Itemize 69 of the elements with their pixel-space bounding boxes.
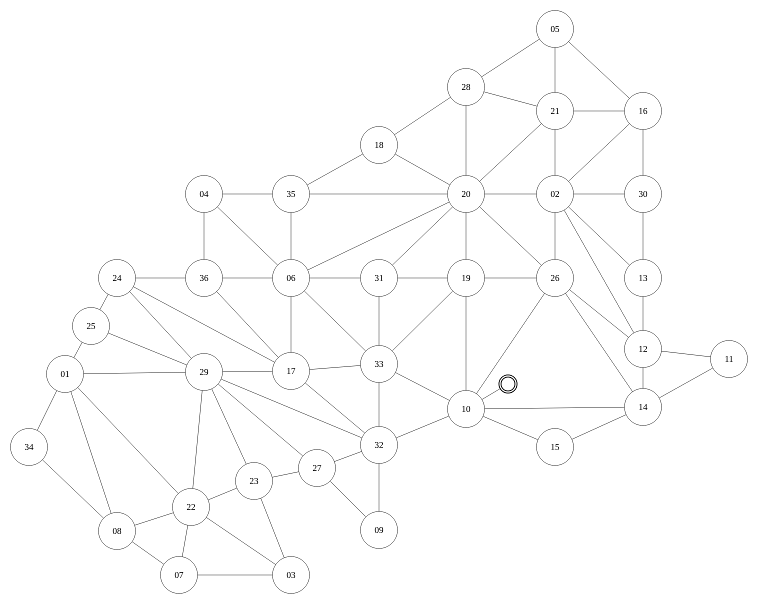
connector-line — [132, 542, 164, 564]
connector-line — [572, 414, 626, 440]
connector-line — [37, 390, 57, 430]
connector-line — [378, 382, 380, 426]
connector-line — [484, 92, 538, 106]
ring-marker — [498, 374, 518, 394]
connector-line — [222, 371, 272, 372]
connector-line — [133, 286, 275, 362]
connector-line — [476, 293, 545, 394]
connector-line — [642, 212, 644, 260]
connector-line — [568, 206, 630, 266]
connector-line — [217, 206, 278, 266]
connector-line — [212, 388, 246, 464]
connector-line — [554, 212, 556, 260]
connector-line — [554, 130, 556, 176]
connector-line — [394, 97, 451, 135]
connector-line — [482, 388, 501, 400]
connector-line — [568, 124, 630, 182]
connector-line — [272, 472, 299, 478]
connector-line — [134, 512, 174, 526]
connector-line — [198, 574, 272, 576]
connector-line — [206, 517, 276, 565]
connector-line — [78, 387, 178, 494]
connector-line — [308, 202, 450, 270]
connector-line — [481, 39, 540, 77]
connector-line — [84, 372, 186, 374]
connector-line — [309, 365, 361, 370]
connector-line — [108, 332, 187, 366]
connector-line — [569, 290, 629, 338]
connector-line — [334, 451, 362, 462]
connector-line — [642, 296, 644, 330]
connector-line — [565, 293, 633, 392]
connector-line — [642, 368, 644, 388]
connector-line — [130, 292, 192, 358]
connector-line — [392, 206, 453, 266]
connector-line — [661, 350, 711, 358]
connector-line — [568, 42, 630, 98]
connector-line — [70, 392, 112, 514]
connector-line — [290, 212, 292, 260]
connector-line — [479, 124, 542, 182]
connector-line — [305, 382, 365, 434]
connector-line — [395, 154, 450, 186]
connector-line — [396, 416, 449, 438]
connector-line — [392, 290, 453, 352]
connector-line — [307, 154, 363, 186]
connector-line — [659, 368, 713, 398]
connector-line — [182, 525, 188, 557]
connector-line — [330, 481, 366, 517]
connector-line — [100, 294, 108, 310]
connector-line — [395, 372, 450, 401]
connector-line — [42, 460, 104, 518]
connector-line — [208, 488, 237, 500]
connector-line — [484, 407, 624, 409]
connector-line — [260, 498, 284, 558]
connector-line — [216, 291, 278, 358]
connector-line — [290, 296, 292, 352]
connector-line — [74, 342, 82, 358]
connector-line — [378, 296, 380, 346]
connector-line — [221, 379, 362, 438]
connector-line — [479, 206, 542, 266]
connector-line — [192, 390, 202, 489]
connector-line — [483, 416, 538, 440]
connector-line — [642, 130, 644, 176]
connector-line — [564, 210, 634, 333]
connector-line — [218, 384, 303, 456]
connector-line — [554, 48, 556, 92]
connector-line — [304, 290, 366, 352]
connector-line — [574, 110, 624, 112]
connector-line — [378, 464, 380, 512]
